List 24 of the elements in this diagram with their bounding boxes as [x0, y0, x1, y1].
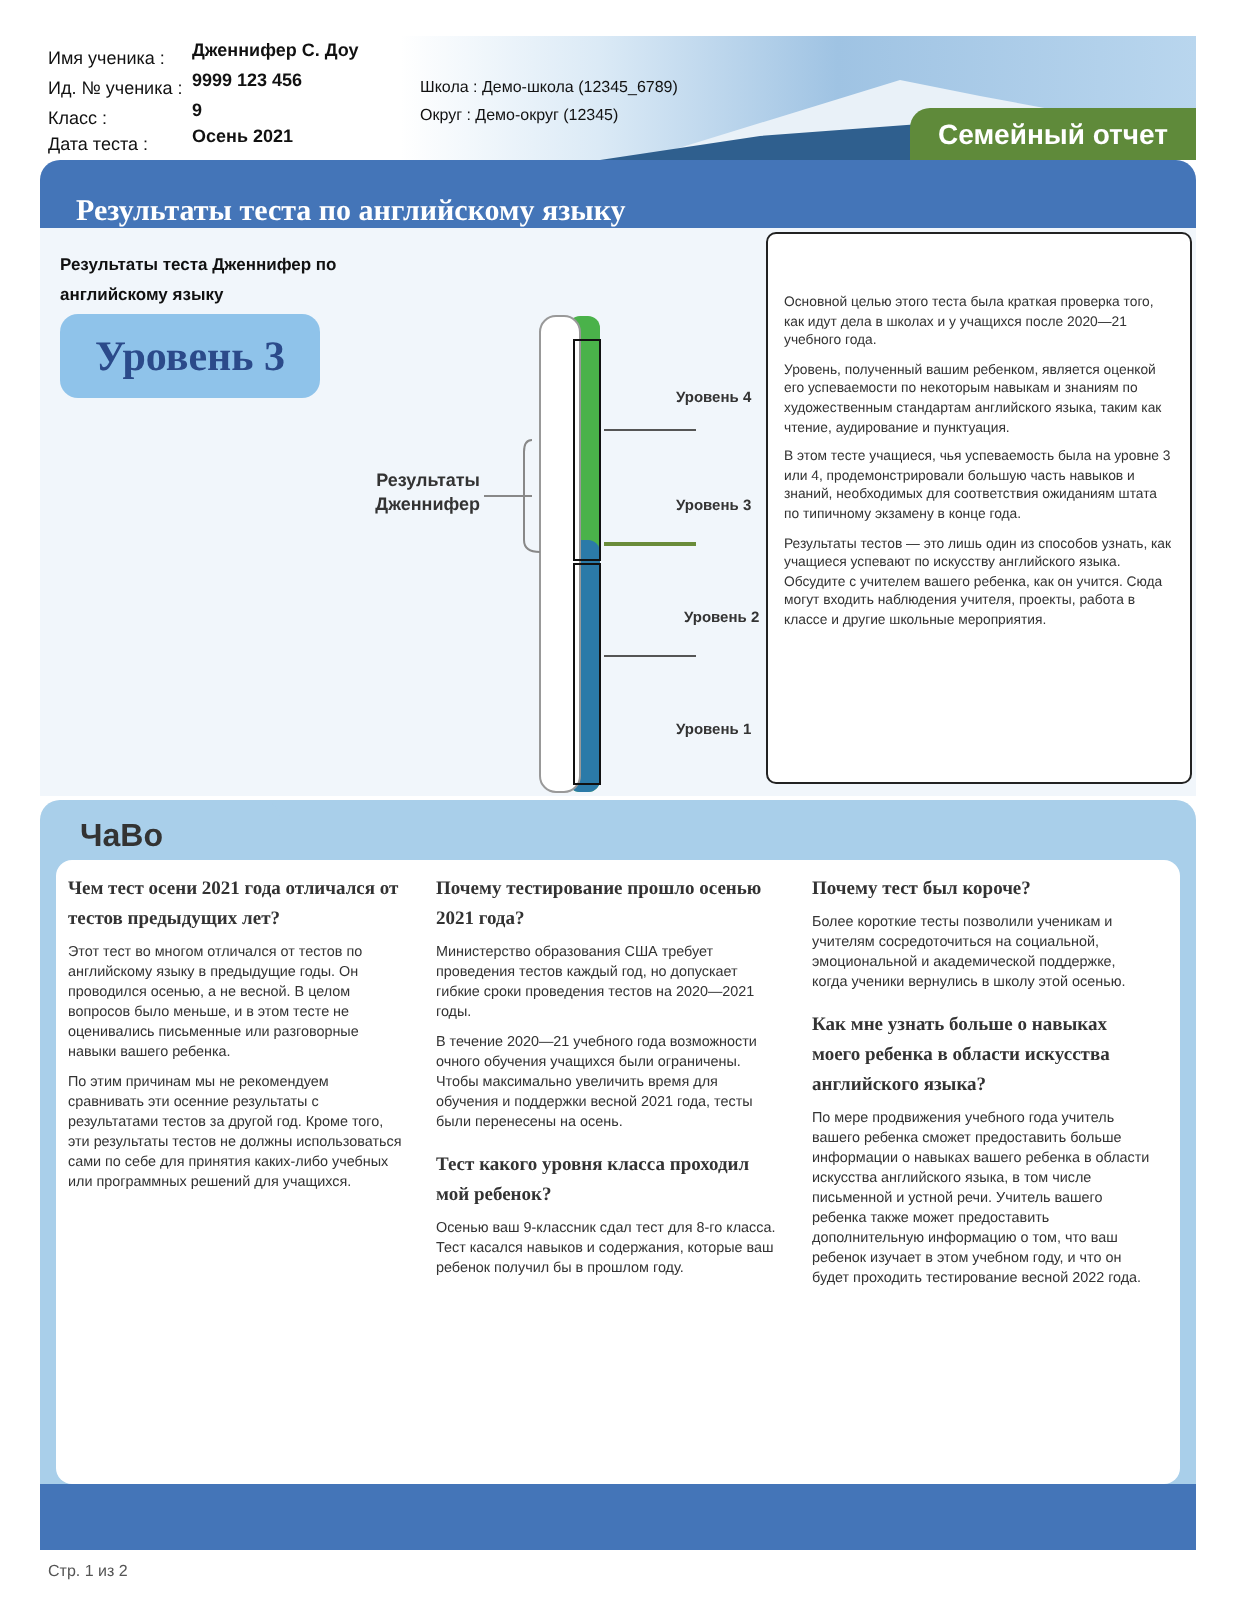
- label-text: Класс :: [48, 108, 108, 128]
- level-badge: Уровень 3: [60, 314, 320, 398]
- info-box: [766, 232, 1192, 784]
- faq-panel: [40, 800, 1196, 1550]
- school-info: Школа : Демо-школа (12345_6789): [420, 78, 678, 96]
- report-tab: Семейный отчет: [910, 108, 1196, 160]
- bracket-leader-line: [483, 439, 541, 553]
- question-heading: Чем тест осени 2021 года отличался от тестов предыдущих лет?: [68, 878, 401, 934]
- label-text: Ид. № ученика :: [48, 78, 183, 98]
- question-heading: Почему тестирование прошло осенью 2021 года?: [436, 878, 764, 934]
- field-value: Осень 2021: [192, 126, 294, 146]
- field-value: 9999 123 456: [192, 70, 303, 90]
- section-heading: Результаты теста по английскому языку: [40, 160, 1196, 228]
- question-heading: Тест какого уровня класса проходил мой ребенок?: [436, 1154, 752, 1210]
- question-heading: Как мне узнать больше о навыках моего ребенка в области искусства английского языка?: [812, 1014, 1112, 1100]
- results-label: Результаты Дженнифер: [373, 468, 480, 516]
- result-heading: Результаты теста Дженнифер по английскому языку: [60, 252, 339, 308]
- results-panel: [40, 160, 1196, 796]
- field-value: Дженнифер С. Доу: [192, 40, 359, 60]
- label-text: Дата теста :: [48, 134, 148, 154]
- label-text: Имя ученика :: [48, 48, 165, 68]
- question-heading: Почему тест был короче?: [812, 878, 1033, 904]
- field-value: 9: [192, 100, 203, 120]
- district-info: Округ : Демо-округ (12345): [420, 106, 619, 124]
